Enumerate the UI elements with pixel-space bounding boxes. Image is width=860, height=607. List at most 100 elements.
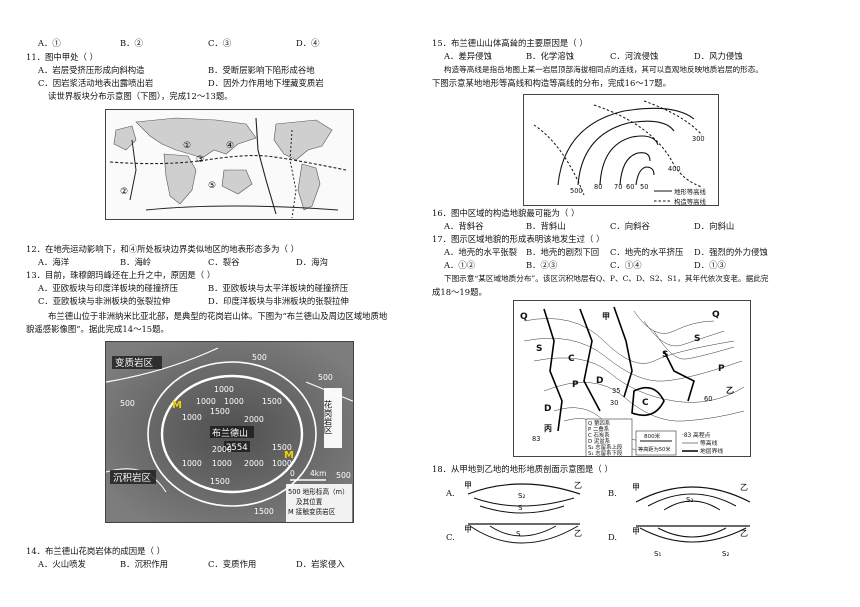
q16-option-d[interactable]: D．向斜山: [694, 221, 735, 231]
plate-map-figure: ① ② ③ ④ ⑤: [105, 109, 354, 220]
q15-stem: 15．布兰德山山体高耸的主要原因是（ ）: [432, 38, 588, 48]
elev-label: 2000: [244, 415, 264, 424]
contour-label-70: 70: [614, 183, 622, 191]
q13-option-d[interactable]: D．印度洋板块与非洲板块的张裂拉伸: [208, 296, 349, 306]
contact-zone-marker: M: [284, 450, 294, 461]
elev-label: 500: [252, 353, 267, 362]
contour-label-60: 60: [626, 183, 634, 191]
elev-label: 1500: [210, 477, 230, 486]
profile-a-jia: 甲: [464, 481, 472, 490]
q10-option-d[interactable]: D．④: [296, 38, 320, 48]
q10-option-c[interactable]: C．③: [208, 38, 232, 48]
geo-elev-label: 83: [532, 435, 540, 443]
geo-legend-item: S₁ 志留系下段: [588, 449, 623, 457]
q17-item-3: C．地壳的水平挤压: [610, 247, 684, 257]
q13-option-a[interactable]: A．亚欧板块与印度洋板块的碰撞挤压: [38, 283, 179, 293]
q14-option-a[interactable]: A．火山喷发: [38, 559, 86, 569]
q15-option-c[interactable]: C．河流侵蚀: [610, 51, 659, 61]
q18-option-b[interactable]: B.: [608, 488, 617, 498]
q11-option-a[interactable]: A．岩层受挤压形成向斜构造: [38, 65, 145, 75]
q15-option-d[interactable]: D．风力侵蚀: [694, 51, 743, 61]
q11-option-b[interactable]: B．受断层影响下陷形成谷地: [208, 65, 315, 75]
q11-option-c[interactable]: C．因岩浆活动地表出露喷出岩: [38, 78, 154, 88]
q15-option-b[interactable]: B．化学溶蚀: [526, 51, 575, 61]
plate-map-svg: ① ② ③ ④ ⑤: [106, 110, 353, 219]
elev-label: 2000: [212, 445, 232, 454]
elev-label: 2000: [244, 459, 264, 468]
plate-label-1: ①: [183, 141, 191, 151]
q16-stem: 16．图中区域的构造地貌最可能为（ ）: [432, 208, 580, 218]
q12-stem: 12．在地壳运动影响下，和④所处板块边界类似地区的地表形态多为（ ）: [26, 244, 299, 254]
q16-option-b[interactable]: B．背斜山: [526, 221, 566, 231]
profile-b-yi: 乙: [740, 483, 748, 492]
elev-label: 1000: [212, 459, 232, 468]
elev-label: 1000: [214, 385, 234, 394]
q14-option-c[interactable]: C．变质作用: [208, 559, 257, 569]
profile-d-s1a: S₁: [654, 550, 661, 558]
q14-option-b[interactable]: B．沉积作用: [120, 559, 169, 569]
q16-option-a[interactable]: A．背斜谷: [444, 221, 484, 231]
elev-label: 1000: [272, 459, 292, 468]
q17-option-b[interactable]: B．②③: [526, 260, 558, 270]
geo-stratum-label: S: [536, 344, 542, 354]
q11-stem: 11．图中甲处（ ）: [26, 52, 98, 62]
geo-stratum-label: Q: [520, 312, 528, 322]
geo-stratum-label: C: [568, 354, 575, 364]
q18-option-a[interactable]: A.: [446, 488, 455, 498]
legend-position: 及其位置: [296, 497, 323, 506]
q17-option-a[interactable]: A．①②: [444, 260, 476, 270]
profile-a-svg: 甲 乙 S₂ S: [464, 481, 582, 514]
legend-contact-zone: M 接触变质岩区: [288, 507, 336, 516]
q18-option-d[interactable]: D.: [608, 532, 618, 542]
geo-legend-item: S₂ 志留系上段: [588, 443, 623, 451]
zone-metamorphic-label: 变质岩区: [115, 357, 154, 369]
q18-option-c[interactable]: C.: [446, 532, 455, 542]
peak-name: 布兰德山: [212, 427, 248, 439]
profile-a-yi: 乙: [574, 481, 582, 490]
elev-label: 1000: [196, 397, 216, 406]
profile-a-s: S: [518, 504, 523, 512]
plate-label-3: ③: [196, 155, 204, 165]
q12-option-b[interactable]: B．海岭: [120, 257, 152, 267]
q10-option-b[interactable]: B．②: [120, 38, 143, 48]
contour-map-figure: 300 400 500 80 70 60 50 地形等高线 构造等高线: [523, 94, 719, 206]
profile-b-s2: S₂: [686, 496, 693, 504]
q13-option-b[interactable]: B．亚欧板块与太平洋板块的碰撞挤压: [208, 283, 349, 293]
contour-intro-line1: 构造等高线是指岳地图上某一岩层顶部海拔相同点的连线，其可以直观地反映地质岩层的形…: [444, 65, 763, 74]
q14-option-d[interactable]: D．岩浆侵入: [296, 559, 345, 569]
elev-label: 1000: [224, 397, 244, 406]
q18-stem: 18．从甲地到乙地的地形地质剖面示意图是（ ）: [432, 464, 613, 474]
q11-option-d[interactable]: D．因外力作用地下埋藏变质岩: [208, 78, 324, 88]
geo-stratum-label: Q: [712, 310, 720, 320]
contact-zone-marker: M: [172, 400, 182, 411]
q17-option-d[interactable]: D．①③: [694, 260, 726, 270]
profile-a-s2: S₂: [518, 492, 525, 500]
profile-c-jia: 甲: [464, 525, 472, 534]
elev-label: 1000: [182, 413, 202, 422]
legend-terrain-contour: 地形等高线: [674, 187, 707, 196]
q10-option-a[interactable]: A．①: [38, 38, 61, 48]
geo-intro-line1: 下图示意“某区域地质分布”。该区沉积地层有Q、P、C、D、S2、S1，其年代依次…: [444, 274, 769, 283]
profile-b-svg: 甲 乙 S₂: [632, 483, 751, 511]
q12-option-c[interactable]: C．裂谷: [208, 257, 240, 267]
geo-place-yi: 乙: [726, 386, 734, 395]
contour-label-50: 50: [640, 183, 648, 191]
q15-option-a[interactable]: A．差异侵蚀: [444, 51, 492, 61]
legend-elevation: 500 地形标高（m）: [288, 487, 349, 496]
q12-option-d[interactable]: D．海沟: [296, 257, 328, 267]
q12-option-a[interactable]: A．海洋: [38, 257, 70, 267]
contour-intro-line2: 下图示意某地地形等高线和构造等高线的分布，完成16～17题。: [432, 78, 672, 88]
elev-label: 500: [120, 399, 135, 408]
q17-item-4: D．强烈的外力侵蚀: [694, 247, 768, 257]
profile-c-yi: 乙: [574, 529, 582, 538]
geo-stratum-label: P: [718, 364, 725, 374]
profile-b-jia: 甲: [632, 483, 640, 492]
q16-option-c[interactable]: C．向斜谷: [610, 221, 650, 231]
geo-legend-item: C 石炭系: [588, 431, 610, 439]
q13-option-c[interactable]: C．亚欧板块与非洲板块的张裂拉伸: [38, 296, 171, 306]
elev-label: 1500: [254, 507, 274, 516]
geo-intro-line2: 成18～19题。: [432, 287, 487, 297]
q17-option-c[interactable]: C．①④: [610, 260, 642, 270]
geo-elev-label: 60: [704, 395, 712, 403]
geo-stratum-label: S: [694, 334, 700, 344]
